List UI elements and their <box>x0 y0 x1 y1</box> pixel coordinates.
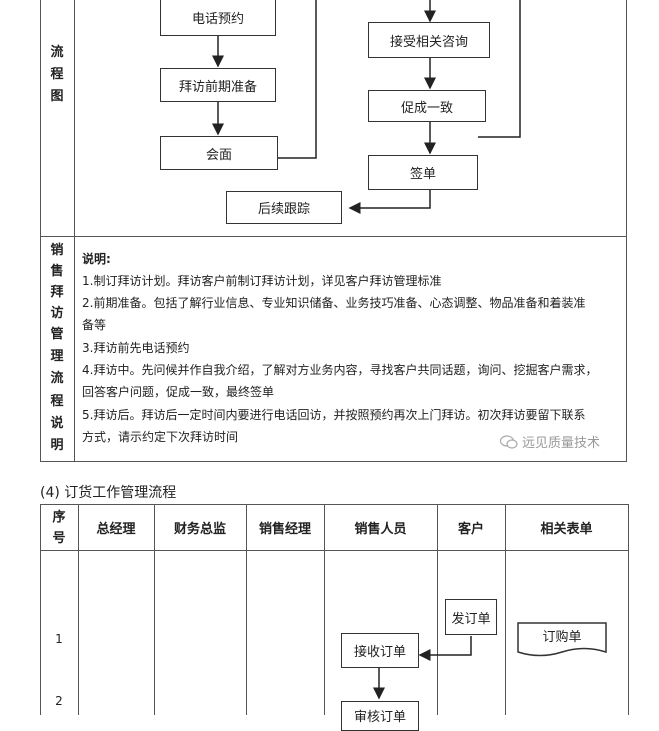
flow-box-meet: 会面 <box>160 136 278 170</box>
notes-side-char: 理 <box>50 349 64 364</box>
notes-heading: 说明: <box>82 252 111 266</box>
notes-line: 方式，请示约定下次拜访时间 <box>82 430 239 444</box>
notes-side-char: 售 <box>50 264 64 279</box>
header-fin: 财务总监 <box>173 522 226 537</box>
row-number: 1 <box>55 632 63 646</box>
order-form-label: 订购单 <box>542 630 582 645</box>
watermark: 远见质量技术 <box>500 432 600 451</box>
notes-line: 2.前期准备。包括了解行业信息、专业知识储备、业务技巧准备、心态调整、物品准备和… <box>82 296 586 310</box>
order-flow-connectors <box>373 622 607 700</box>
flow-box-consult: 接受相关咨询 <box>368 22 490 58</box>
flow-box-label: 会面 <box>205 147 232 163</box>
order-box-receive: 接收订单 <box>341 633 419 668</box>
section4-title: (4) 订货工作管理流程 <box>40 485 177 501</box>
table2-col-line <box>437 504 438 715</box>
notes-side-char: 访 <box>50 306 64 321</box>
table-border-bottom <box>40 461 627 462</box>
table-border-right <box>626 0 627 462</box>
flow-box-follow: 后续跟踪 <box>226 191 342 224</box>
order-box-review: 审核订单 <box>341 701 419 731</box>
flow-box-agree: 促成一致 <box>368 90 486 122</box>
header-seq-char: 号 <box>52 531 66 546</box>
flow-box-prep: 拜访前期准备 <box>160 68 276 102</box>
header-sm: 销售经理 <box>258 522 311 537</box>
flow-side-char: 程 <box>50 67 64 82</box>
header-cust: 客户 <box>457 522 484 537</box>
flow-side-char: 流 <box>50 45 64 60</box>
order-box-label: 发订单 <box>451 611 491 627</box>
flow-box-label: 促成一致 <box>400 100 453 116</box>
flow-box-label: 签单 <box>409 167 436 182</box>
table2-col-line <box>505 504 506 715</box>
notes-line: 5.拜访后。拜访后一定时间内要进行电话回访，并按照预约再次上门拜访。初次拜访要留… <box>82 408 586 422</box>
table2-header-divider <box>40 550 629 551</box>
notes-line: 备等 <box>82 318 107 332</box>
table2-col-line <box>628 504 629 715</box>
flow-box-label: 拜访前期准备 <box>178 79 257 95</box>
table2-col-line <box>40 504 41 715</box>
table-border-left <box>40 0 41 462</box>
table2-col-line <box>324 504 325 715</box>
notes-side-char: 明 <box>50 438 64 453</box>
flow-box-phone: 电话预约 <box>160 0 276 36</box>
notes-side-char: 管 <box>50 327 64 342</box>
wechat-icon <box>500 434 518 449</box>
table-row-divider <box>40 236 627 237</box>
notes-side-char: 流 <box>50 371 64 386</box>
notes-side-char: 说 <box>50 416 64 431</box>
table2-col-line <box>154 504 155 715</box>
order-box-place: 发订单 <box>445 599 497 635</box>
notes-line: 1.制订拜访计划。拜访客户前制订拜访计划，详见客户拜访管理标准 <box>82 274 442 288</box>
flowchart-connectors <box>212 0 521 214</box>
flow-box-sign: 签单 <box>368 155 478 190</box>
header-forms: 相关表单 <box>540 522 593 537</box>
table2-col-line <box>246 504 247 715</box>
notes-side-char: 程 <box>50 394 64 409</box>
order-box-label: 审核订单 <box>353 710 406 725</box>
notes-line: 4.拜访中。先问候并作自我介绍，了解对方业务内容，寻找客户共同话题，询问、挖掘客… <box>82 363 598 377</box>
notes-line: 3.拜访前先电话预约 <box>82 341 190 355</box>
header-gm: 总经理 <box>96 522 136 537</box>
order-box-label: 接收订单 <box>353 645 406 660</box>
header-staff: 销售人员 <box>354 522 407 537</box>
flow-box-label: 接受相关咨询 <box>389 34 468 50</box>
row-number: 2 <box>55 694 63 708</box>
table2-border-top <box>40 504 629 505</box>
table-border-divider <box>74 0 75 462</box>
order-form-doc: 订购单 <box>518 626 606 645</box>
flow-box-label: 电话预约 <box>191 12 244 27</box>
watermark-text: 远见质量技术 <box>522 436 601 451</box>
header-seq-char: 序 <box>52 510 66 525</box>
flow-side-char: 图 <box>50 89 64 104</box>
header-seq: 序 号 <box>40 507 78 549</box>
flow-box-label: 后续跟踪 <box>257 202 310 217</box>
notes-side-char: 拜 <box>50 285 64 300</box>
table2-col-line <box>78 504 79 715</box>
notes-line: 回答客户问题，促成一致，最终签单 <box>82 385 275 399</box>
notes-side-char: 销 <box>50 243 64 258</box>
